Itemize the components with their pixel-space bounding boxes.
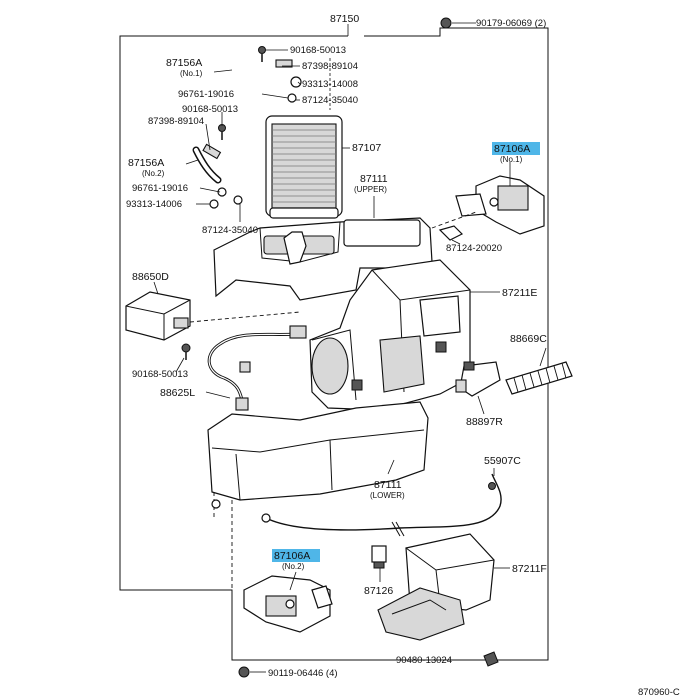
callout-90168-50013-b[interactable]: 90168-50013 xyxy=(182,104,238,115)
callout-87156a-no2[interactable]: 87156A xyxy=(128,157,164,169)
duct-87211f[interactable] xyxy=(377,533,495,641)
callout-88625l[interactable]: 88625L xyxy=(160,387,195,399)
callout-87126[interactable]: 87126 xyxy=(364,585,393,597)
clip-icon xyxy=(483,651,499,667)
callout-87111-lower[interactable]: 87111 xyxy=(374,479,402,491)
callout-87211e[interactable]: 87211E xyxy=(502,287,537,299)
callout-88650d[interactable]: 88650D xyxy=(132,271,169,283)
case-87211e[interactable] xyxy=(309,259,471,411)
callout-90480-13024[interactable]: 90480-13024 xyxy=(396,655,452,666)
bolt-icon xyxy=(440,17,452,29)
callout-87107[interactable]: 87107 xyxy=(352,142,381,154)
heater-core[interactable] xyxy=(265,115,343,219)
screw-icon xyxy=(181,343,191,360)
callout-87156a-no2-sub: (No.2) xyxy=(142,169,165,178)
callout-96761-19016-b[interactable]: 96761-19016 xyxy=(132,183,188,194)
servo-motor-no1[interactable] xyxy=(455,175,545,235)
callout-87124-20020[interactable]: 87124-20020 xyxy=(446,243,502,254)
callout-87156a-no1-sub: (No.1) xyxy=(180,69,203,78)
valve-88897r[interactable] xyxy=(455,361,501,397)
bolt-icon xyxy=(238,666,250,678)
callout-87398-89104-a[interactable]: 87398-89104 xyxy=(302,61,358,72)
bolt-icon xyxy=(211,499,221,509)
callout-90168-50013-c[interactable]: 90168-50013 xyxy=(132,369,188,380)
callout-90119-06446[interactable]: 90119-06446 (4) xyxy=(268,668,338,679)
callout-88669c[interactable]: 88669C xyxy=(510,333,547,345)
lower-case[interactable] xyxy=(207,401,429,501)
water-hose-no2[interactable] xyxy=(192,146,222,184)
callout-87124-35040-a[interactable]: 87124-35040 xyxy=(302,95,358,106)
callout-87156a-no1[interactable]: 87156A xyxy=(166,57,202,69)
servo-motor-no2[interactable] xyxy=(243,575,333,633)
callout-96761-19016-a[interactable]: 96761-19016 xyxy=(178,89,234,100)
assembly-frame xyxy=(119,27,549,661)
callout-87124-35040-b[interactable]: 87124-35040 xyxy=(202,225,258,236)
callout-87106a-no2[interactable]: 87106A xyxy=(274,550,310,562)
clamp-icon xyxy=(202,59,302,209)
upper-case[interactable] xyxy=(213,217,433,301)
callout-93313-14008[interactable]: 93313-14008 xyxy=(302,79,358,90)
amplifier-88650d[interactable] xyxy=(125,291,191,341)
callout-87106a-no1-sub: (No.1) xyxy=(500,155,523,164)
callout-labels: 87150 90179-06069 (2) 90168-50013 87156A… xyxy=(126,13,680,698)
callout-55907c[interactable]: 55907C xyxy=(484,455,521,467)
control-cable-55907c[interactable] xyxy=(261,473,502,537)
connector-87126[interactable] xyxy=(371,545,387,569)
callout-90179-06069[interactable]: 90179-06069 (2) xyxy=(476,18,546,29)
callout-87106a-no1[interactable]: 87106A xyxy=(494,143,530,155)
callout-88897r[interactable]: 88897R xyxy=(466,416,503,428)
clip-icon xyxy=(438,225,464,241)
highlight-87106a-no2 xyxy=(272,549,320,562)
callout-87211f[interactable]: 87211F xyxy=(512,563,547,575)
callout-87150[interactable]: 87150 xyxy=(330,13,359,25)
callout-870960: 870960-C xyxy=(638,687,680,698)
screw-icon xyxy=(218,46,266,140)
callout-90168-50013-a[interactable]: 90168-50013 xyxy=(290,45,346,56)
callout-93313-14006[interactable]: 93313-14006 xyxy=(126,199,182,210)
callout-87111-lower-sub: (LOWER) xyxy=(370,491,405,500)
water-hose-no1[interactable] xyxy=(220,62,284,76)
callout-87106a-no2-sub: (No.2) xyxy=(282,562,305,571)
wire-harness-88625l[interactable] xyxy=(207,325,307,411)
callout-87111-upper[interactable]: 87111 xyxy=(360,173,388,185)
highlight-87106a-no1 xyxy=(492,142,540,155)
drain-hose-88669c[interactable] xyxy=(505,361,573,395)
callout-87398-89104-b[interactable]: 87398-89104 xyxy=(148,116,204,127)
callout-87111-upper-sub: (UPPER) xyxy=(354,185,387,194)
